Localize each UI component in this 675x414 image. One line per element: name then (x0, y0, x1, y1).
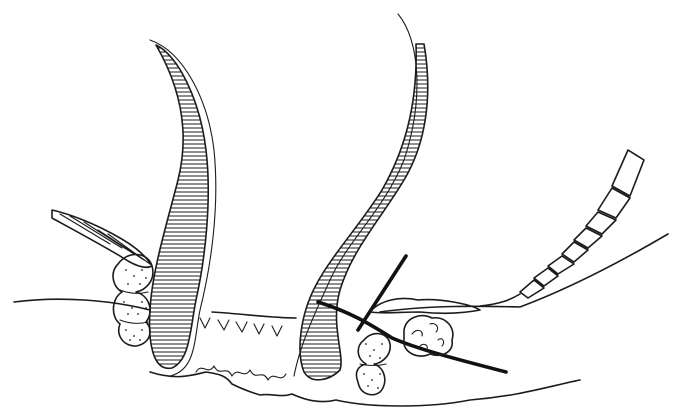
lash-right-chain (480, 150, 644, 306)
hair-right-hatching (290, 40, 440, 384)
stipple-dot (129, 339, 131, 341)
stipple-dot (139, 283, 141, 285)
stipple-dot (379, 357, 381, 359)
stipple-dot (141, 269, 143, 271)
stipple-dot (133, 335, 135, 337)
stipple-dot (363, 373, 365, 375)
pore-marks (200, 318, 282, 336)
hair-right-outline (300, 44, 428, 380)
stipple-dot (141, 329, 143, 331)
hair-right-sheath (294, 14, 417, 376)
hair-left (140, 40, 220, 376)
stipple-dot (131, 307, 133, 309)
stipple-dot (365, 343, 367, 345)
lash-left-lines (60, 214, 150, 264)
stipple-dot (127, 313, 129, 315)
stipple-dot (125, 329, 127, 331)
stipple-dot (127, 283, 129, 285)
stipple-dot (137, 313, 139, 315)
stipple-dot (141, 301, 143, 303)
stipple-dot (377, 387, 379, 389)
incision-vertical (358, 256, 406, 330)
stipple-dot (123, 301, 125, 303)
chain-root (480, 294, 520, 306)
lash-left (52, 210, 153, 346)
stipple-dot (371, 379, 373, 381)
stipple-dot (145, 307, 147, 309)
lower-tissue-line (150, 372, 580, 406)
stipple-dot (367, 385, 369, 387)
stipple-dot (145, 277, 147, 279)
hair-right (290, 14, 440, 384)
stipple-dot (133, 275, 135, 277)
stipple-dot (139, 339, 141, 341)
stipple-dot (379, 373, 381, 375)
stipple-dot (369, 355, 371, 357)
stipple-dot (373, 349, 375, 351)
stipple-dot (381, 343, 383, 345)
lash-left-bulb (113, 254, 153, 346)
chain-segments (520, 150, 644, 298)
stipple-dot (125, 269, 127, 271)
